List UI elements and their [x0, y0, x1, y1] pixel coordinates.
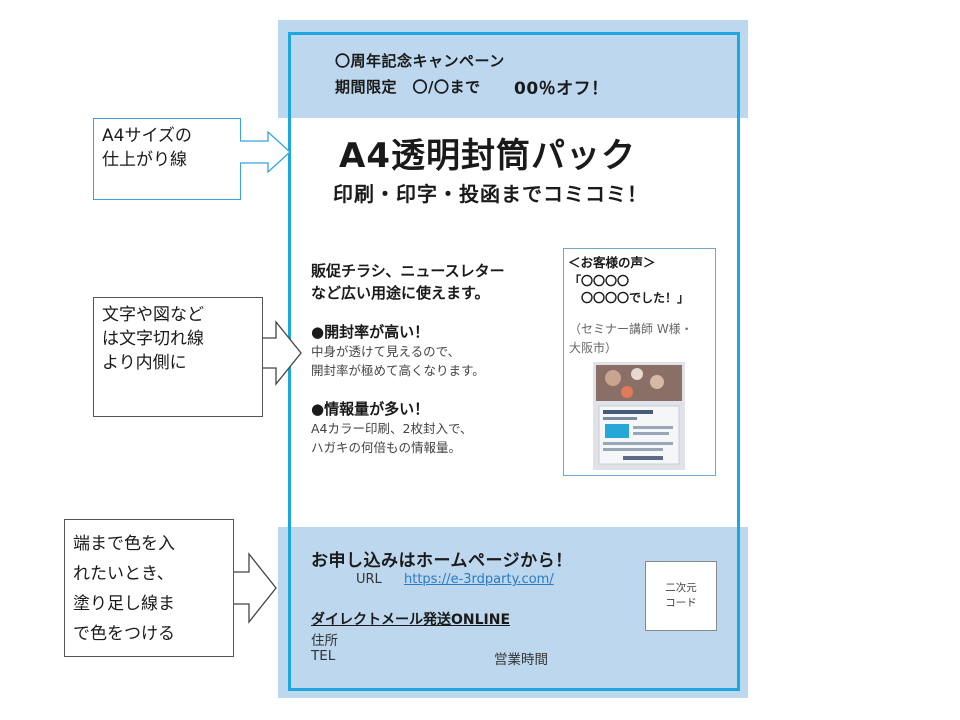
callout-safe-zone-text: 文字や図など は文字切れ線 より内側に — [102, 305, 204, 373]
feature-1-line-2: 開封率が極めて高くなります。 — [311, 363, 485, 378]
voice-heading: ＜お客様の声＞ — [568, 255, 656, 270]
arrow-right-icon-1 — [240, 130, 291, 174]
qr-code-placeholder: 二次元 コード — [645, 561, 717, 631]
apply-heading: お申し込みはホームページから！ — [311, 551, 573, 571]
feature-1-heading: ●開封率が高い！ — [311, 323, 430, 341]
tel-label: TEL — [311, 648, 336, 664]
callout-bleed-line-text: 端まで色を入 れたいとき、 塗り足し線ま で色をつける — [73, 534, 175, 644]
campaign-line-2: 期間限定 〇/〇まで — [335, 78, 481, 96]
url-label: URL — [356, 572, 382, 587]
address-label: 住所 — [311, 633, 338, 649]
voice-quote-line-2: 〇〇〇〇でした！」 — [581, 291, 690, 305]
flyer-title: A4透明封筒パック — [339, 136, 636, 176]
voice-author-line-1: （セミナー講師 W様・ — [569, 322, 693, 336]
qr-code-label: 二次元 コード — [665, 582, 697, 609]
company-name: ダイレクトメール発送ONLINE — [311, 612, 511, 628]
campaign-discount: 00％オフ！ — [514, 79, 609, 99]
callout-bleed-line: 端まで色を入 れたいとき、 塗り足し線ま で色をつける — [64, 519, 234, 657]
flyer-subtitle: 印刷・印字・投函までコミコミ！ — [333, 182, 648, 206]
voice-quote-line-1: 「〇〇〇〇 — [569, 274, 630, 288]
callout-safe-zone: 文字や図など は文字切れ線 より内側に — [93, 297, 263, 417]
callout-trim-line: A4サイズの 仕上がり線 — [93, 118, 241, 200]
campaign-line-1: 〇周年記念キャンペーン — [335, 52, 505, 70]
arrow-right-icon-2 — [263, 320, 302, 386]
feature-2-heading: ●情報量が多い！ — [311, 400, 430, 418]
callout-trim-line-text: A4サイズの 仕上がり線 — [102, 126, 192, 170]
business-hours-label: 営業時間 — [494, 652, 548, 668]
feature-1-line-1: 中身が透けて見えるので、 — [311, 344, 461, 359]
voice-author-line-2: 大阪市） — [569, 341, 618, 355]
lead-line-2: など広い用途に使えます。 — [311, 284, 490, 302]
arrow-right-icon-3 — [234, 552, 277, 624]
homepage-link[interactable]: https://e-3rdparty.com/ — [404, 572, 554, 587]
flyer-top-band — [278, 20, 748, 118]
feature-2-line-2: ハガキの何倍もの情報量。 — [311, 440, 462, 455]
feature-2-line-1: A4カラー印刷、2枚封入で、 — [311, 421, 473, 436]
product-photo — [593, 362, 685, 470]
product-photo-image — [593, 362, 685, 470]
lead-line-1: 販促チラシ、ニュースレター — [311, 262, 505, 280]
